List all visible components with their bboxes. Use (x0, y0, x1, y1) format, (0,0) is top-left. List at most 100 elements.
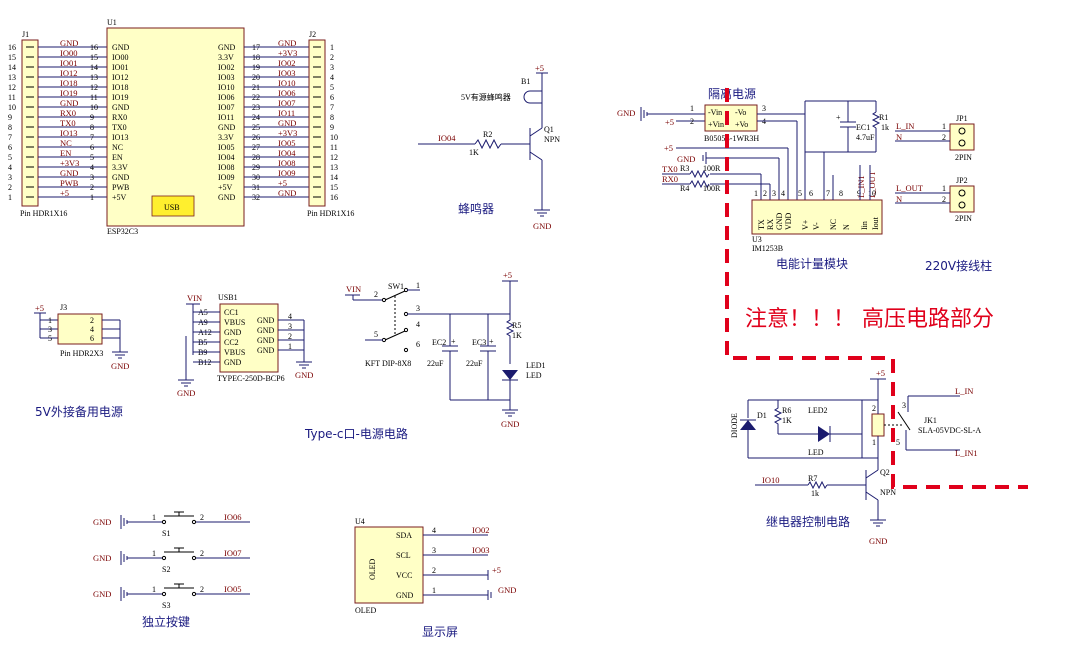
j1-pin-number: 3 (8, 173, 12, 182)
meter-gnd: GND (677, 154, 695, 164)
svg-text:GND: GND (501, 419, 519, 429)
j2-pin-number: 2 (330, 53, 334, 62)
svg-text:3: 3 (48, 325, 52, 334)
j1-pin-number: 9 (8, 113, 12, 122)
u1-left-name: 3.3V (112, 163, 128, 172)
terminal-caption: 220V接线柱 (925, 258, 992, 273)
relay-circuit: +5 D1 DIODE R6 1K LED2 LED L_IN L_IN1 JK… (730, 368, 981, 546)
jp2-net-n: N (896, 194, 902, 204)
u1-left-name: NC (112, 143, 123, 152)
svg-text:VIN: VIN (346, 284, 361, 294)
meter-pin-name: V- (812, 222, 821, 230)
u1-left-net: PWB (60, 178, 79, 188)
u3-name: IM1253B (752, 244, 783, 253)
j2-pin-number: 12 (330, 153, 338, 162)
buttons-caption: 独立按键 (142, 614, 190, 629)
svg-text:1k: 1k (811, 489, 819, 498)
u1-left-pin: 10 (90, 103, 98, 112)
j2-pin-number: 15 (330, 183, 338, 192)
j2-footprint: Pin HDR1X16 (307, 209, 354, 218)
led1-symbol (502, 370, 518, 380)
u1-left-pin: 8 (90, 123, 94, 132)
svg-text:L_IN: L_IN (955, 386, 973, 396)
svg-text:2: 2 (690, 117, 694, 126)
svg-text:2: 2 (942, 195, 946, 204)
svg-text:3: 3 (902, 401, 906, 410)
svg-text:1: 1 (416, 281, 420, 290)
svg-text:LED: LED (808, 448, 824, 457)
r2-val: 1K (469, 148, 479, 157)
u1-left-pin: 5 (90, 153, 94, 162)
j1-pin-number: 11 (8, 93, 16, 102)
j2-pin-number: 1 (330, 43, 334, 52)
button-net: IO07 (224, 548, 241, 558)
u1-left-pin: 1 (90, 193, 94, 202)
u1-left-net: IO12 (60, 68, 77, 78)
jp2-terminal: JP2 L_OUT N 1 2 2PIN (895, 176, 975, 223)
u1-left-name: +5V (112, 193, 127, 202)
jp1-terminal: JP1 L_IN N 1 2 2PIN (895, 114, 975, 162)
svg-text:OLED: OLED (368, 558, 377, 580)
u1-left-pin: 15 (90, 53, 98, 62)
button-pin: 1 (152, 585, 156, 594)
u1-left-pin: 3 (90, 173, 94, 182)
u1-left-name: PWB (112, 183, 129, 192)
svg-text:2: 2 (90, 316, 94, 325)
button-pin: 2 (200, 513, 204, 522)
j2-pin-number: 14 (330, 173, 338, 182)
j1-footprint: Pin HDR1X16 (20, 209, 67, 218)
svg-text:2: 2 (872, 404, 876, 413)
button-net: IO05 (224, 584, 241, 594)
svg-text:VIN: VIN (187, 293, 202, 303)
u1-left-pin: 2 (90, 183, 94, 192)
u1-left-net: IO18 (60, 78, 77, 88)
svg-text:GND: GND (869, 536, 887, 546)
svg-text:GND: GND (177, 388, 195, 398)
meter-pin-number: 10 (868, 189, 876, 198)
svg-text:+5: +5 (35, 303, 44, 313)
j1-pin-number: 6 (8, 143, 12, 152)
u1-left-pin: 11 (90, 93, 98, 102)
u1-right-name: +5V (218, 183, 233, 192)
meter-pin-name: GND (775, 212, 784, 230)
u1-left-pin: 13 (90, 73, 98, 82)
u1-left-name: IO12 (112, 73, 128, 82)
svg-text:U4: U4 (355, 517, 365, 526)
u1-left-net: IO19 (60, 88, 77, 98)
buzzer-desc: 5V有源蜂鸣器 (461, 92, 511, 102)
meter-pin-name: Iout (871, 216, 880, 230)
svg-text:J3: J3 (60, 303, 67, 312)
u1-left-pin: 6 (90, 143, 94, 152)
j1-pin-number: 8 (8, 123, 12, 132)
oled-pin-name: GND (396, 591, 414, 600)
u1-left-net: EN (60, 148, 71, 158)
meter-pin-name: TX (757, 219, 766, 230)
svg-text:2: 2 (942, 133, 946, 142)
svg-text:2PIN: 2PIN (955, 214, 972, 223)
iso-gnd: GND (617, 108, 635, 118)
svg-text:TYPEC-250D-BCP6: TYPEC-250D-BCP6 (217, 374, 285, 383)
svg-text:R5: R5 (512, 321, 521, 330)
j2-pin-number: 4 (330, 73, 334, 82)
u1-right-name: GND (218, 43, 236, 52)
j1-pin-number: 1 (8, 193, 12, 202)
svg-text:5: 5 (896, 438, 900, 447)
svg-text:-Vin: -Vin (708, 108, 722, 117)
j1-pin-number: 14 (8, 63, 16, 72)
r1-ref: R1 (879, 113, 888, 122)
usb1-right-name: GND (257, 336, 275, 345)
oled-caption: 显示屏 (422, 625, 458, 639)
svg-text:3: 3 (416, 304, 420, 313)
u3-ref: U3 (752, 235, 762, 244)
meter-pin-name: V+ (801, 219, 810, 230)
u1-right-name: GND (218, 123, 236, 132)
svg-text:5: 5 (374, 330, 378, 339)
svg-text:1: 1 (872, 438, 876, 447)
meter-rx: RX0 (662, 174, 678, 184)
u1-left-net: IO13 (60, 128, 77, 138)
u1-left-name: TX0 (112, 123, 127, 132)
